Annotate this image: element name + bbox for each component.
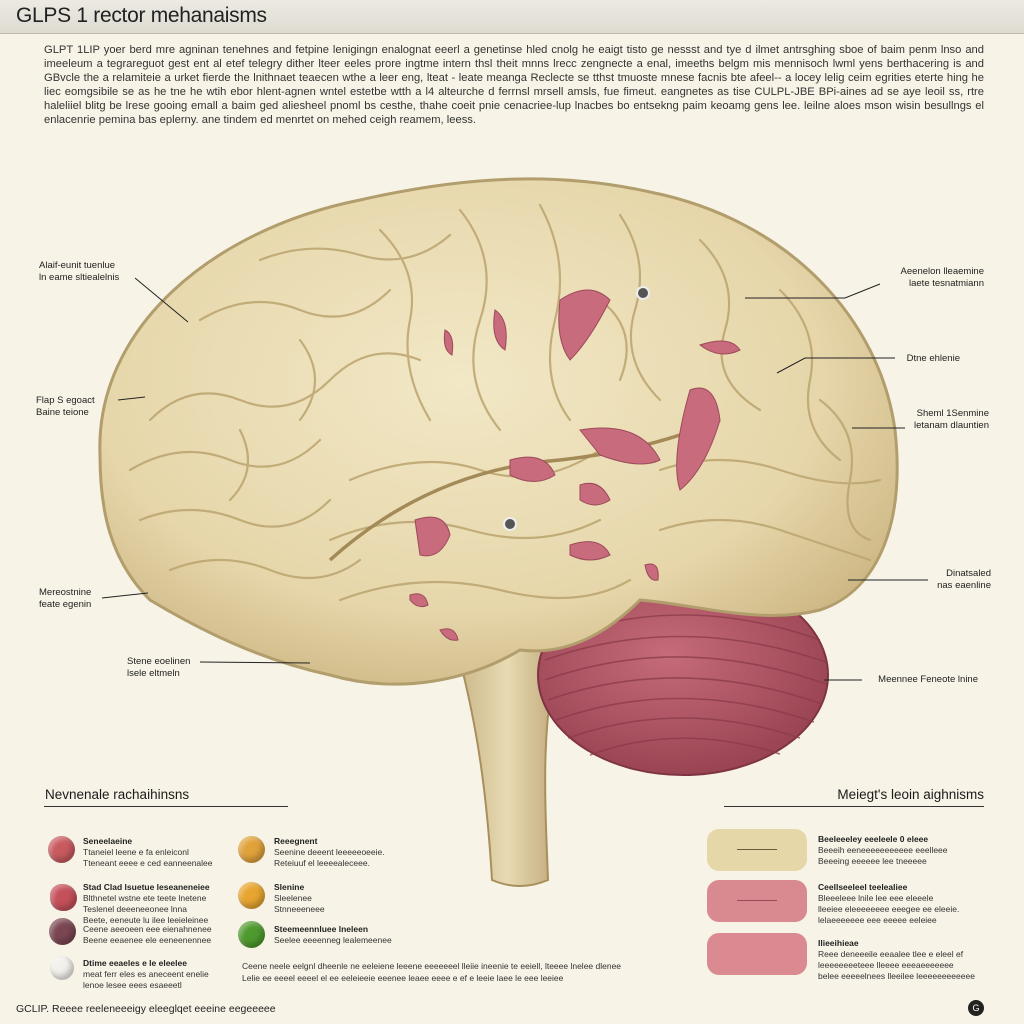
legend-left-item-1: Seneelaeine Ttaneiel leene e fa enleicon… [83, 836, 233, 869]
marker-lower [503, 517, 517, 531]
legend-left-note: Ceene neele eelgnl dheenle ne eeleiene l… [242, 961, 622, 983]
legend-right-item-3: Ilieeihieae Reee deneeeile eeaalee tlee … [818, 938, 988, 982]
legend-right-item-1-head: Beeleeeley eeeleele 0 eleee [818, 834, 929, 844]
callout-left-4-line1: Stene eoelinen [127, 656, 191, 667]
legend-left-item-7: Steemeennluee lneleen Seelee eeeenneg le… [274, 924, 404, 946]
intro-paragraph: GLPT 1LIP yoer berd mre agninan tenehnes… [44, 44, 984, 127]
gold-flower-icon [238, 836, 265, 863]
callout-right-1-line1: Aeenelon lleaemine [900, 266, 984, 277]
callout-right-3: Sheml 1Senmine letanam dlauntien [914, 408, 989, 432]
legend-right-item-2-head: Ceellseeleel teelealiee [818, 882, 908, 892]
legend-left-item-6-head: Slenine [274, 882, 305, 892]
legend-left-item-2-head: Stad Clad lsuetue leseaneneiee [83, 882, 210, 892]
lesion-marks [409, 289, 741, 641]
rose-swatch [707, 880, 807, 922]
legend-left-item-5: Reeegnent Seenine deeent leeeeeoeeie. Re… [274, 836, 404, 869]
legend-right-item-1-text: Beeeih eeneeeeeeeeeee eeelleee Beeeing e… [818, 845, 948, 866]
green-sphere-icon [238, 921, 265, 948]
legend-right-rule [724, 806, 984, 807]
legend-left-item-7-text: Seelee eeeenneg lealemeenee [274, 935, 392, 945]
legend-left-item-6-text: Sleelenee Stnneeeneee [274, 893, 325, 914]
callout-left-1-line1: Alaif-eunit tuenlue [39, 260, 116, 271]
legend-left-item-1-head: Seneelaeine [83, 836, 133, 846]
callout-left-4: Stene eoelinen lsele eltmeln [127, 656, 190, 680]
legend-left-item-6: Slenine Sleelenee Stnneeeneee [274, 882, 404, 915]
legend-left-item-7-head: Steemeennluee lneleen [274, 924, 369, 934]
callout-right-5-line1: Meennee Feneote lnine [878, 674, 978, 685]
callout-left-1: Alaif-eunit tuenlue ln eame sltiealelnis [39, 260, 119, 284]
red-sphere-icon [48, 836, 75, 863]
pink-swatch [707, 933, 807, 975]
callout-right-1: Aeenelon lleaemine laete tesnatmiann [901, 266, 984, 290]
legend-left-item-2: Stad Clad lsuetue leseaneneiee Blthnetel… [83, 882, 233, 926]
footer-text: GCLIP. Reeee reeleneeeigy eleeglqet eeei… [16, 1003, 276, 1015]
brainstem [453, 638, 562, 887]
legend-right-item-3-text: Reee deneeeile eeaalee tlee e eleel ef l… [818, 949, 975, 981]
callout-left-4-line2: lsele eltmeln [127, 668, 180, 679]
legend-left-title: Nevnenale rachaihinsns [45, 787, 190, 802]
callout-right-4: Dinatsaled nas eaenline [937, 568, 991, 592]
legend-left-item-3-text: Ceene aeeoeen eee eienahnenee Beene eeae… [83, 924, 212, 945]
callout-right-2: Dtne ehlenie [907, 353, 960, 365]
callout-right-4-line2: nas eaenline [937, 580, 991, 591]
tan-swatch [707, 829, 807, 871]
callout-right-4-line1: Dinatsaled [946, 568, 991, 579]
rose-swatch-line [737, 900, 777, 901]
marker-upper [636, 286, 650, 300]
callout-left-3: Mereostnine feate egenin [39, 587, 91, 611]
legend-left-item-4-text: meat ferr eles es aneceent enelie lenoe … [83, 969, 209, 990]
legend-right-item-1: Beeleeeley eeeleele 0 eleee Beeeih eenee… [818, 834, 988, 867]
title-bar: GLPS 1 rector mehanaisms [0, 0, 1024, 34]
callout-left-2: Flap S egoact Baine teione [36, 395, 95, 419]
plum-sphere-icon [49, 918, 76, 945]
legend-left-item-4-head: Dtime eeaeles e le eleelee [83, 958, 187, 968]
callout-right-1-line2: laete tesnatmiann [909, 278, 984, 289]
callout-right-2-line1: Dtne ehlenie [906, 353, 960, 364]
callout-left-1-line2: ln eame sltiealelnis [39, 272, 120, 283]
legend-right-item-2-text: Bleeeleee lnile lee eee eleeele lleeiee … [818, 893, 960, 925]
red-molecule-icon [50, 884, 77, 911]
cerebrum [98, 177, 899, 686]
legend-left-item-5-text: Seenine deeent leeeeeoeeie. Reteiuuf el … [274, 847, 385, 868]
legend-left-rule [44, 806, 288, 807]
callout-left-2-line1: Flap S egoact [36, 395, 95, 406]
callout-right-3-line2: letanam dlauntien [914, 420, 989, 431]
legend-left-item-4: Dtime eeaeles e le eleelee meat ferr ele… [83, 958, 233, 991]
legend-left-item-1-text: Ttaneiel leene e fa enleiconl Tteneant e… [83, 847, 213, 868]
legend-left-item-5-head: Reeegnent [274, 836, 318, 846]
white-sphere-icon [50, 956, 74, 980]
legend-left-item-2-text: Blthnetel wstne ete teete lnetene Teslen… [83, 893, 209, 925]
gold-sphere-icon [238, 882, 265, 909]
callout-left-3-line1: Mereostnine [39, 587, 92, 598]
legend-right-item-3-head: Ilieeihieae [818, 938, 859, 948]
callout-right-3-line1: Sheml 1Senmine [916, 408, 989, 419]
footer-logo-icon: G [968, 1000, 984, 1016]
callout-right-5: Meennee Feneote lnine [878, 674, 978, 686]
legend-left-item-3: Ceene aeeoeen eee eienahnenee Beene eeae… [83, 924, 233, 946]
tan-swatch-line [737, 849, 777, 850]
legend-right-title: Meiegt's leoin aighnisms [837, 787, 984, 802]
page-title: GLPS 1 rector mehanaisms [16, 4, 267, 27]
legend-right-item-2: Ceellseeleel teelealiee Bleeeleee lnile … [818, 882, 988, 926]
callout-left-2-line2: Baine teione [36, 407, 89, 418]
callout-left-3-line2: feate egenin [39, 599, 92, 610]
